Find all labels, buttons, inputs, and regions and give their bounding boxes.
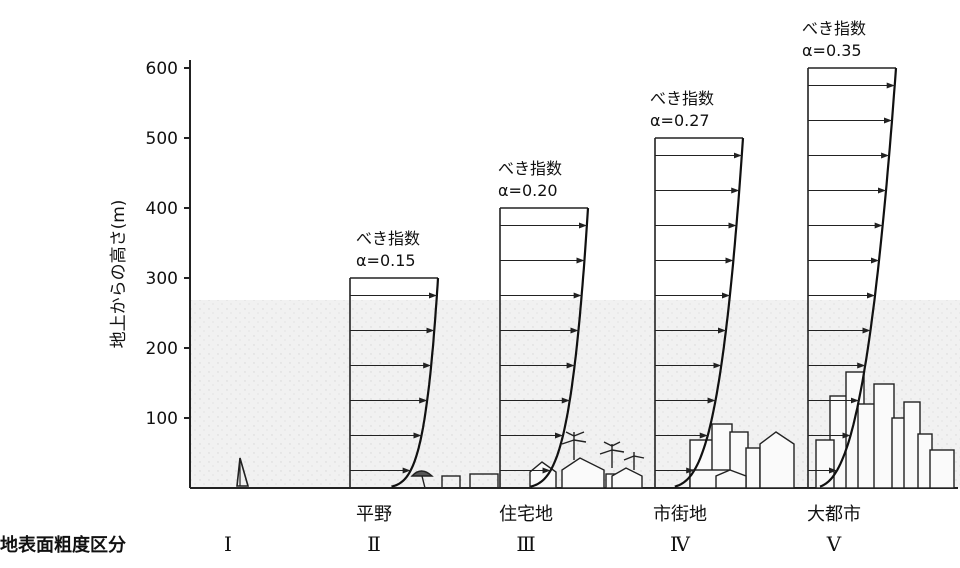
wind-profiles: べき指数 α=0.15 べき指数 α=0.20 べき指数 α=0.27 べき指数 α=0.35: [349, 19, 898, 488]
alpha-value: α=0.27: [650, 111, 710, 130]
category-roman-numeral: Ⅱ: [367, 532, 381, 556]
wind-profile: べき指数 α=0.27: [650, 89, 745, 488]
alpha-value: α=0.20: [498, 181, 558, 200]
terrain-name: 住宅地: [499, 504, 553, 525]
wind-profile-curve: [819, 67, 898, 488]
wind-profile: べき指数 α=0.15: [349, 229, 440, 488]
y-axis-ticks: 100 200 300 400 500 600: [146, 59, 190, 429]
residential-houses: [529, 431, 645, 489]
y-tick-label: 200: [146, 339, 178, 359]
wind-profile-curve: [391, 277, 440, 488]
exponent-label: べき指数: [650, 89, 714, 108]
wind-profile-curve: [530, 207, 590, 488]
category-roman-numeral: Ⅴ: [826, 532, 842, 556]
terrain-name: 大都市: [807, 504, 861, 525]
plains-objects: [410, 470, 499, 489]
y-tick-label: 100: [146, 409, 178, 429]
terrain-name: 市街地: [653, 504, 707, 525]
category-roman-numeral: Ⅳ: [670, 532, 691, 556]
y-axis-title: 地上からの高さ(m): [109, 200, 129, 349]
category-roman-numeral: I: [224, 532, 232, 556]
wind-profile: べき指数 α=0.20: [498, 159, 590, 488]
y-tick-label: 400: [146, 199, 178, 219]
roughness-category-label: 地表面粗度区分: [0, 534, 126, 556]
wind-profile: べき指数 α=0.35: [802, 19, 898, 488]
y-tick-label: 500: [146, 129, 178, 149]
alpha-value: α=0.15: [356, 251, 416, 270]
terrain-categories: I Ⅱ 平野 Ⅲ 住宅地 Ⅳ 市街地 Ⅴ 大都市: [224, 504, 861, 556]
sailboat-icon: [232, 457, 250, 489]
y-tick-label: 600: [146, 59, 178, 79]
category-roman-numeral: Ⅲ: [516, 532, 535, 556]
wind-profile-curve: [674, 137, 745, 488]
alpha-value: α=0.35: [802, 41, 862, 60]
exponent-label: べき指数: [356, 229, 420, 248]
exponent-label: べき指数: [498, 159, 562, 178]
y-tick-label: 300: [146, 269, 178, 289]
city-buildings: [689, 423, 795, 489]
exponent-label: べき指数: [802, 19, 866, 38]
terrain-name: 平野: [356, 504, 392, 525]
